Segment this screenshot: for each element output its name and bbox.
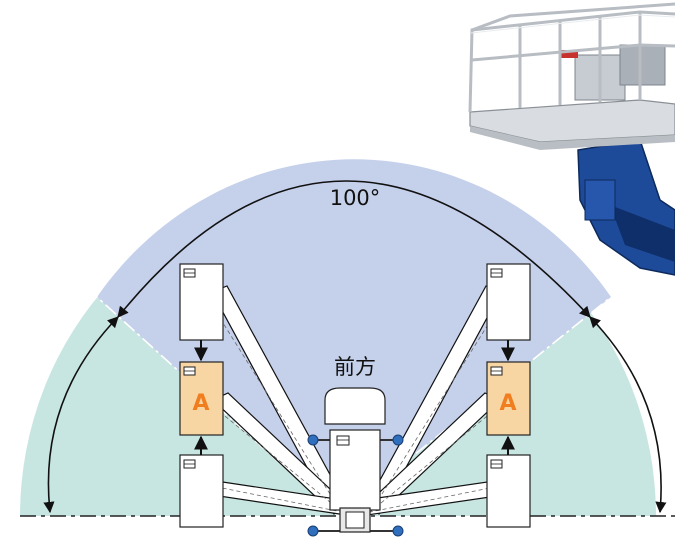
front-left-outrigger-icon (307, 434, 319, 446)
right-platform-highlight: A (486, 361, 531, 436)
front-label: 前方 (334, 355, 376, 379)
rear-right-outrigger-icon (392, 525, 404, 537)
left-side-arc (43, 316, 119, 514)
rear-left-outrigger-icon (307, 525, 319, 537)
front-right-outrigger-icon (392, 434, 404, 446)
vehicle-cab (324, 387, 386, 425)
front-zone (97, 159, 611, 516)
vehicle-top-view (307, 387, 404, 537)
aerial-platform-machine (468, 2, 675, 276)
left-platform-bottom (179, 454, 224, 528)
left-platform-top (179, 263, 224, 341)
angle-label: 100° (330, 186, 381, 210)
right-platform-bottom (486, 454, 531, 528)
right-panel-label: A (499, 391, 516, 416)
right-side-arc (589, 316, 667, 514)
front-angle-arc (117, 180, 591, 318)
right-platform-top (486, 263, 531, 341)
left-platform-highlight: A (179, 361, 224, 436)
left-panel-label: A (192, 391, 209, 416)
